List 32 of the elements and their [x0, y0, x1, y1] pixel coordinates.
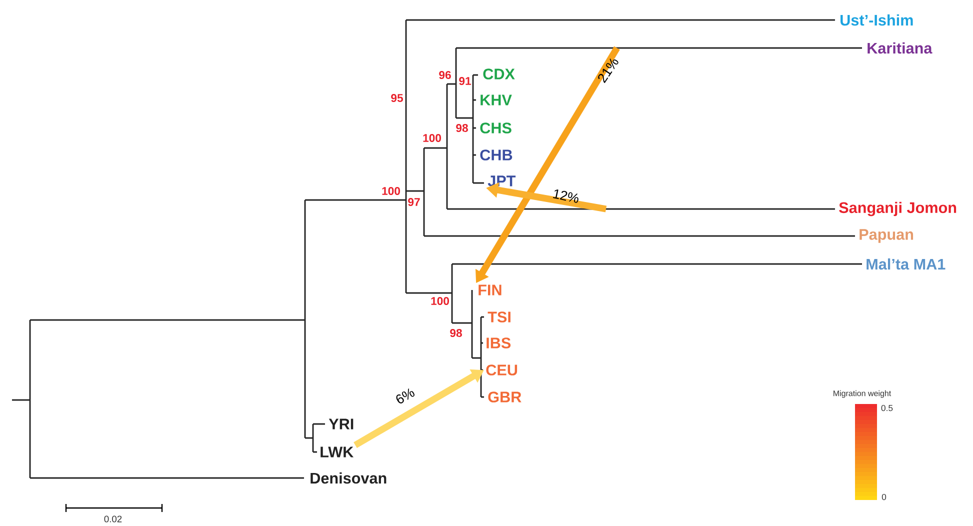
taxon-label: LWK — [320, 446, 354, 458]
taxon-label: CEU — [486, 364, 518, 376]
taxon-label: CHS — [480, 122, 512, 134]
taxon-label: CHB — [480, 150, 512, 160]
edge-label: 6% — [396, 388, 414, 404]
support-value: 100 — [431, 297, 449, 306]
support-value: 98 — [450, 329, 462, 337]
taxon-label: FIN — [478, 284, 502, 296]
legend-title: Migration weight — [834, 390, 892, 398]
taxon-label: KHV — [480, 94, 512, 106]
taxon-label: Mal’ta MA1 — [866, 258, 946, 270]
support-value: 95 — [391, 94, 403, 102]
taxon-label: Sanganji Jomon — [839, 202, 956, 216]
support-value: 91 — [459, 77, 471, 85]
scale-value: 0 — [882, 494, 886, 500]
taxon-label: YRI — [328, 418, 354, 430]
taxon-label: CDX — [483, 68, 515, 80]
taxon-label: IBS — [486, 338, 511, 348]
scale-label: 0.02 — [104, 516, 122, 522]
scale-value: 0.5 — [881, 404, 893, 412]
taxon-label: GBR — [488, 392, 522, 402]
taxon-label: Karitiana — [868, 42, 932, 54]
taxon-label: Ust’-Ishim — [840, 14, 913, 26]
taxon-label: TSI — [488, 312, 510, 322]
support-value: 98 — [456, 124, 468, 132]
taxon-label: Papuan — [860, 229, 914, 243]
support-value: 100 — [423, 134, 441, 142]
support-value: 96 — [439, 71, 451, 79]
support-value: 100 — [382, 187, 400, 195]
taxon-label: Denisovan — [310, 472, 386, 484]
support-value: 97 — [408, 198, 420, 206]
edge-label: 12% — [553, 189, 578, 203]
